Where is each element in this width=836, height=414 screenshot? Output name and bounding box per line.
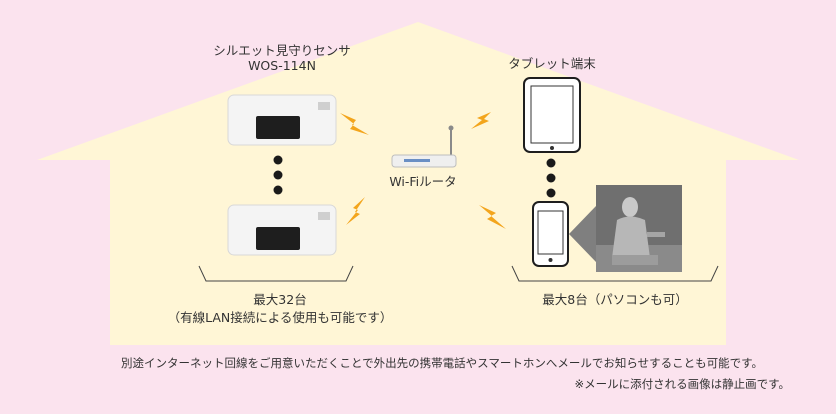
ellipsis-dot: [273, 185, 283, 195]
sensor-count-note: （有線LAN接続による使用も可能です）: [167, 310, 393, 325]
devices-bracket: [511, 265, 719, 282]
footer-caveat: ※メールに添付される画像は静止画です。: [574, 377, 790, 391]
sensor-bracket: [198, 265, 354, 282]
ellipsis-dot: [546, 158, 556, 168]
lightning-icon: [471, 112, 491, 129]
silhouette-image: [569, 185, 682, 272]
router-icon: [391, 125, 457, 168]
tablet-icon: [523, 77, 581, 153]
smartphone-icon: [532, 201, 569, 267]
sensor-count-label: 最大32台: [253, 292, 307, 307]
ellipsis-dot: [273, 170, 283, 180]
sensor-model: WOS-114N: [248, 58, 316, 73]
devices-count-label: 最大8台（パソコンも可）: [542, 292, 688, 307]
ellipsis-dot: [546, 173, 556, 183]
lightning-icon: [346, 197, 365, 225]
router-label: Wi-Fiルータ: [389, 174, 457, 189]
sensor-title: シルエット見守りセンサ: [213, 43, 351, 58]
lightning-icon: [340, 113, 369, 135]
tablet-label: タブレット端末: [508, 56, 596, 71]
ellipsis-dot: [273, 155, 283, 165]
footer-note: 別途インターネット回線をご用意いただくことで外出先の携帯電話やスマートホンへメー…: [121, 356, 763, 370]
sensor-device-icon: [227, 94, 337, 146]
ellipsis-dot: [546, 188, 556, 198]
sensor-device-icon: [227, 204, 337, 256]
